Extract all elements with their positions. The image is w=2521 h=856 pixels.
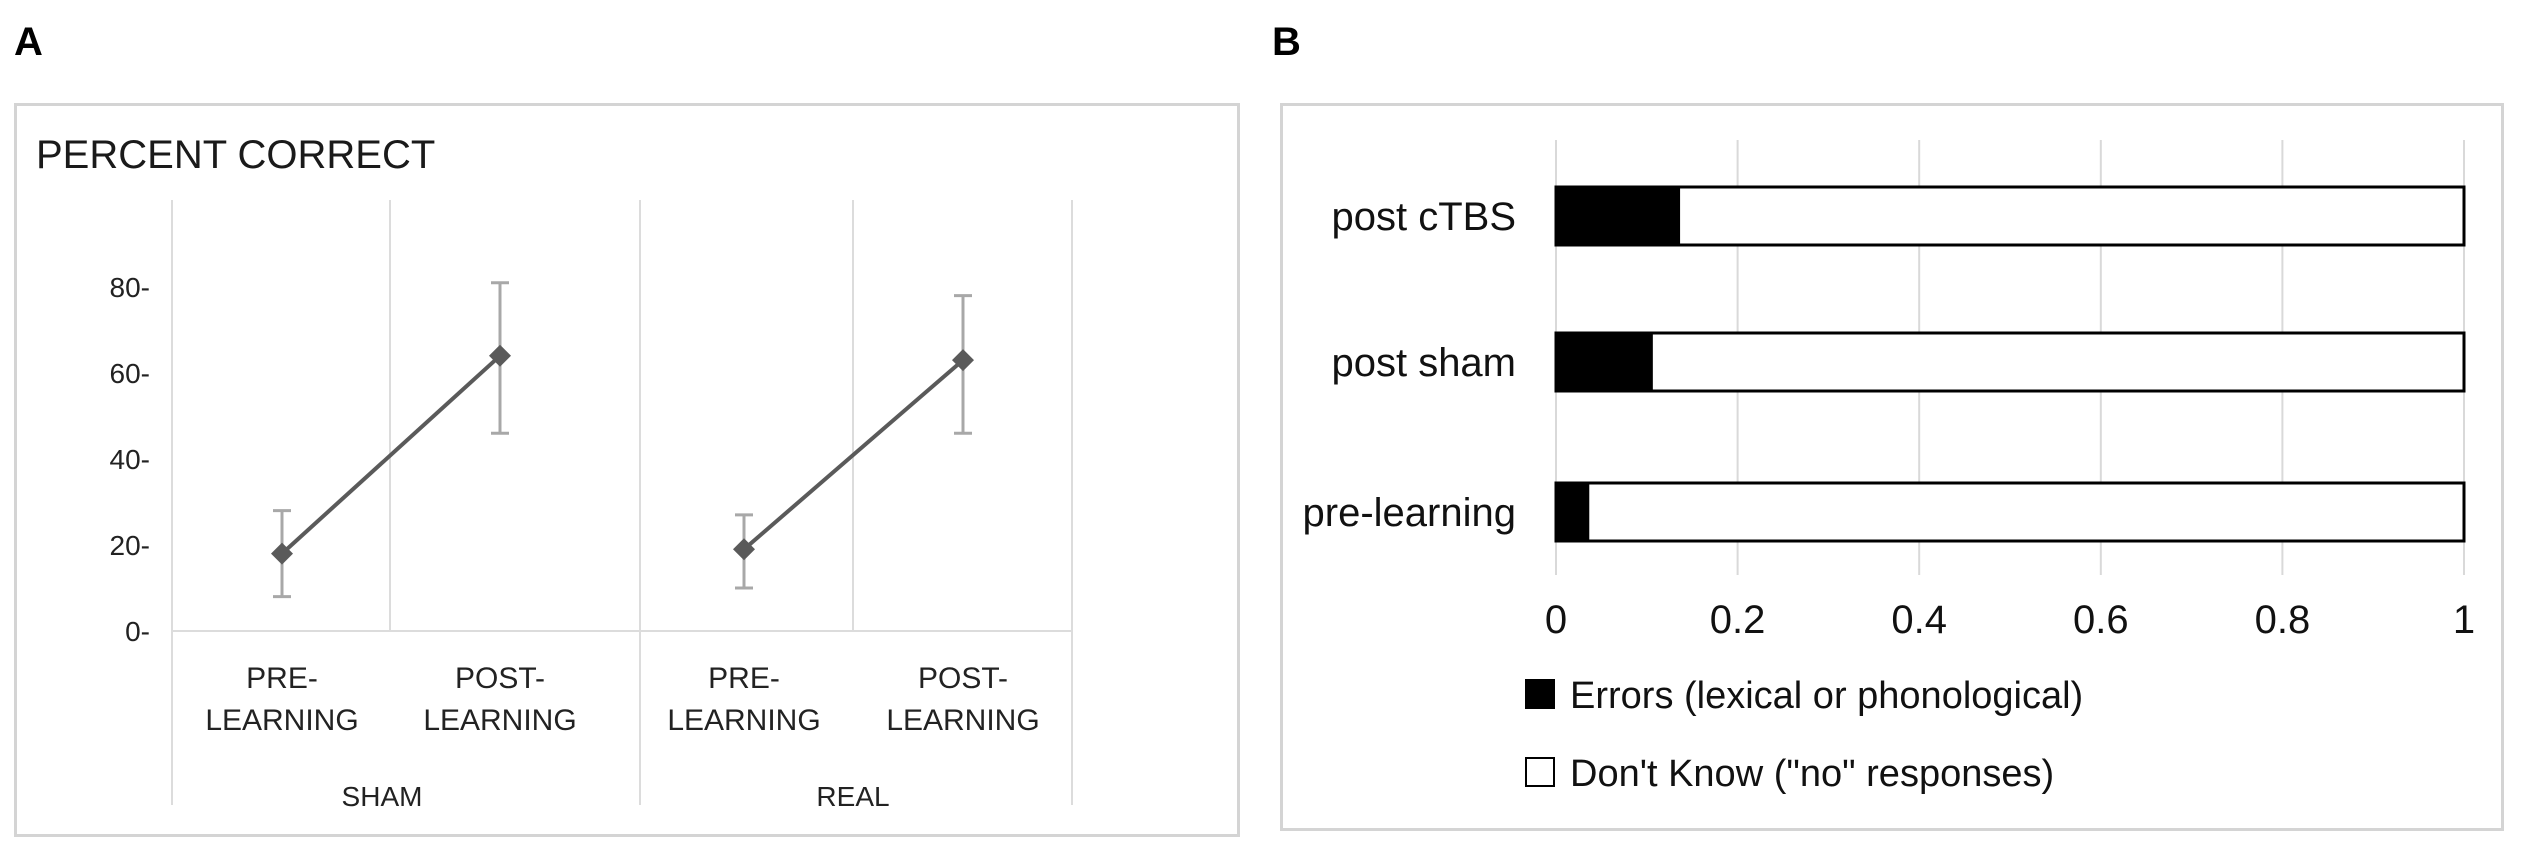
chart-b-bar-errors [1554,185,1681,247]
chart-b-legend-swatch [1525,679,1555,709]
chart-b-legend-label: Don't Know ("no" responses) [1570,753,2054,795]
chart-a-xtick-label: POST- [455,662,545,695]
chart-a-xtick-label: PRE- [246,662,318,695]
chart-a-title: PERCENT CORRECT [36,133,435,177]
chart-b-xtick-label: 0.6 [2073,598,2129,642]
chart-a-xtick-label: LEARNING [423,704,576,737]
chart-a-data-point [733,538,755,561]
chart-b-xtick-label: 0.4 [1891,598,1947,642]
chart-b-bar-dontknow [1677,185,2466,247]
chart-b-xtick-label: 0.2 [1710,598,1766,642]
chart-b-bar-dontknow [1586,481,2466,543]
chart-a-ytick-label: 20- [110,530,150,561]
chart-a-data-point [489,344,511,367]
chart-b-bar-dontknow [1649,331,2466,393]
chart-b-bar-errors [1554,481,1590,543]
chart-b-bar-errors [1554,331,1653,393]
chart-b-xtick-label: 0.8 [2255,598,2311,642]
panel-b-label: B [1272,20,1301,64]
chart-b-category-label: post cTBS [1331,195,1516,239]
panel-a-frame [14,103,1240,837]
chart-a-ytick-label: 60- [110,358,150,389]
chart-a-xtick-label: POST- [918,662,1008,695]
chart-b-legend-label: Errors (lexical or phonological) [1570,675,2083,717]
chart-a-xtick-label: LEARNING [667,704,820,737]
chart-b-legend-swatch [1525,757,1555,787]
chart-a-xtick-label: LEARNING [205,704,358,737]
chart-a-series-line [280,354,502,556]
chart-a-series-line [742,358,965,551]
chart-b-xtick-label: 0 [1545,598,1567,642]
chart-b-category-label: pre-learning [1303,491,1516,535]
chart-b-category-label: post sham [1331,341,1516,385]
chart-b-xtick-label: 1 [2453,598,2475,642]
chart-a-ytick-label: 80- [110,272,150,303]
panel-a-label: A [14,20,43,64]
chart-a-xtick-label: LEARNING [886,704,1039,737]
chart-a-ytick-label: 0- [125,616,150,647]
chart-a-group-label: REAL [816,781,889,812]
chart-a-data-point [952,349,974,372]
chart-a-data-point [271,542,293,565]
chart-a-group-label: SHAM [342,781,423,812]
chart-a-xtick-label: PRE- [708,662,780,695]
chart-a-ytick-label: 40- [110,444,150,475]
